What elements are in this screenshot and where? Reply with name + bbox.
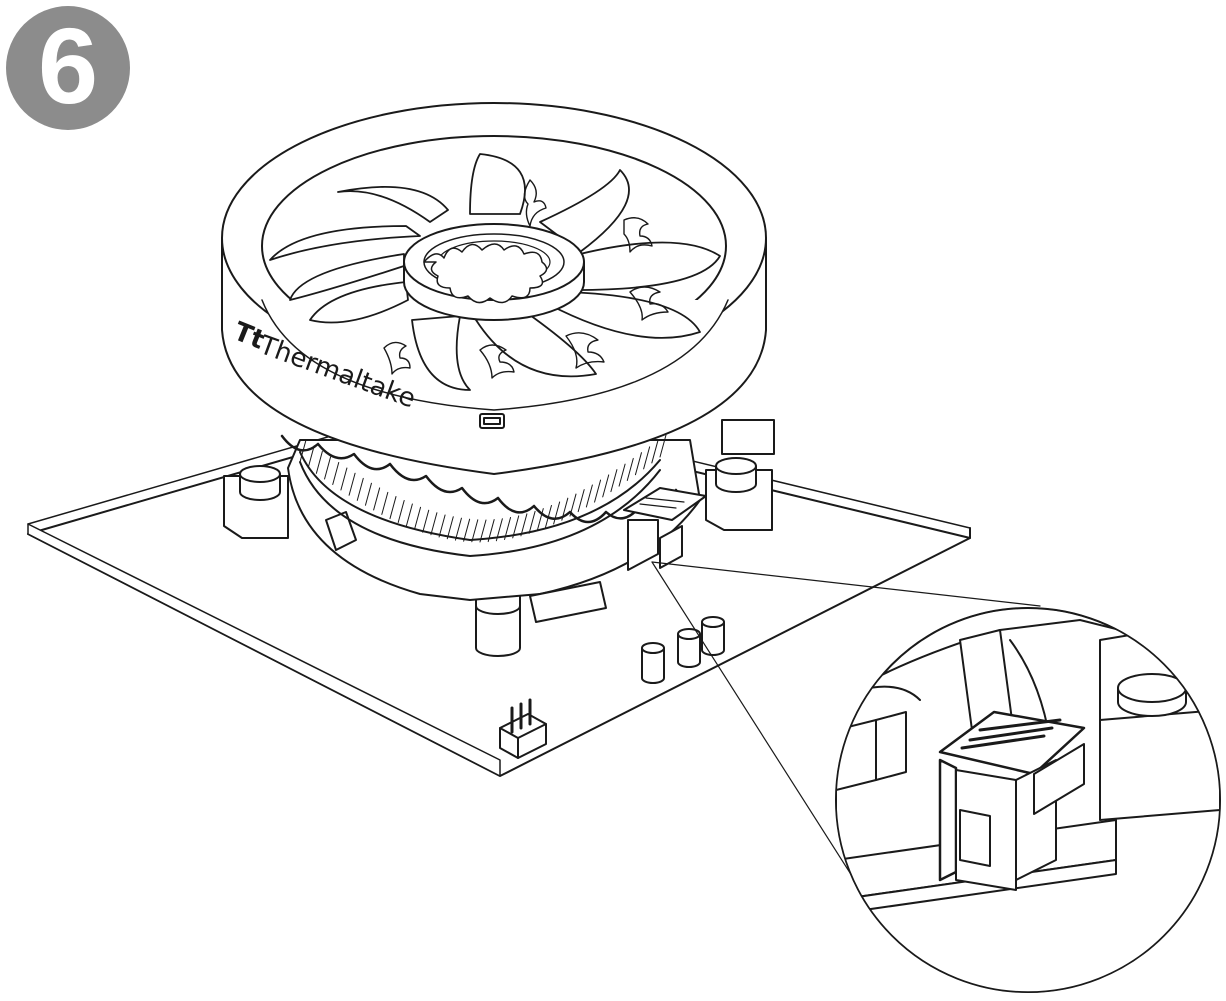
heatsink-fin [479, 519, 487, 543]
heatsink-fin [634, 452, 642, 476]
heatsink-fins [299, 451, 661, 557]
heatsink-fin [520, 513, 528, 537]
heatsink-fin [512, 515, 520, 539]
heatsink-fin [348, 472, 356, 496]
fan-blades [269, 153, 721, 391]
heatsink-fin [659, 434, 667, 458]
heatsink-fin [602, 474, 610, 498]
heatsink-fin [315, 450, 323, 474]
heatsink-fin [397, 499, 405, 523]
led-window [479, 413, 505, 429]
heatsink-fin [618, 463, 626, 487]
heatsink-fin [422, 509, 430, 533]
fan-hub [403, 223, 585, 321]
heatsink-fin [381, 491, 389, 515]
heatsink-fin [487, 519, 495, 543]
heatsink-fin [463, 518, 471, 542]
heatsink-fin [536, 508, 544, 532]
heatsink-fin [577, 489, 585, 513]
heatsink-fin [356, 477, 364, 501]
magnified-clip-detail [836, 619, 1220, 992]
heatsink-fin [340, 467, 348, 491]
mounting-posts [223, 419, 775, 657]
heatsink-fin [373, 487, 381, 511]
heatsink-fin [626, 457, 634, 481]
heatsink-fin [594, 479, 602, 503]
heatsink-fin [430, 512, 438, 536]
heatsink-fin [471, 519, 479, 543]
heatsink-fin [324, 456, 332, 480]
heatsink-fin [389, 496, 397, 520]
heatsink-fin [405, 503, 413, 527]
clip-lever [623, 487, 707, 571]
shroud-wave [280, 434, 678, 524]
fan-header-connector [499, 698, 547, 759]
heatsink-fin [585, 484, 593, 508]
heatsink-fin [332, 462, 340, 486]
detail-magnifier [835, 607, 1221, 993]
step-number-badge: 6 [6, 6, 130, 130]
heatsink-fin [610, 469, 618, 493]
heatsink-fin [307, 445, 315, 469]
heatsink-fin [414, 506, 422, 530]
step-number: 6 [37, 5, 99, 126]
heatsink-fin [495, 518, 503, 542]
heatsink-fin [438, 514, 446, 538]
fin-lines [299, 434, 667, 543]
heatsink-fin [364, 482, 372, 506]
heatsink-fin [553, 501, 561, 525]
heatsink-fin [504, 516, 512, 540]
callout-lines [651, 561, 1041, 921]
heatsink-fin [454, 517, 462, 541]
heatsink-fin [528, 510, 536, 534]
heatsink-fin [446, 516, 454, 540]
capacitors [641, 616, 725, 684]
flame-decals [383, 179, 669, 379]
heatsink-fin [643, 446, 651, 470]
heatsink-fin [651, 440, 659, 464]
